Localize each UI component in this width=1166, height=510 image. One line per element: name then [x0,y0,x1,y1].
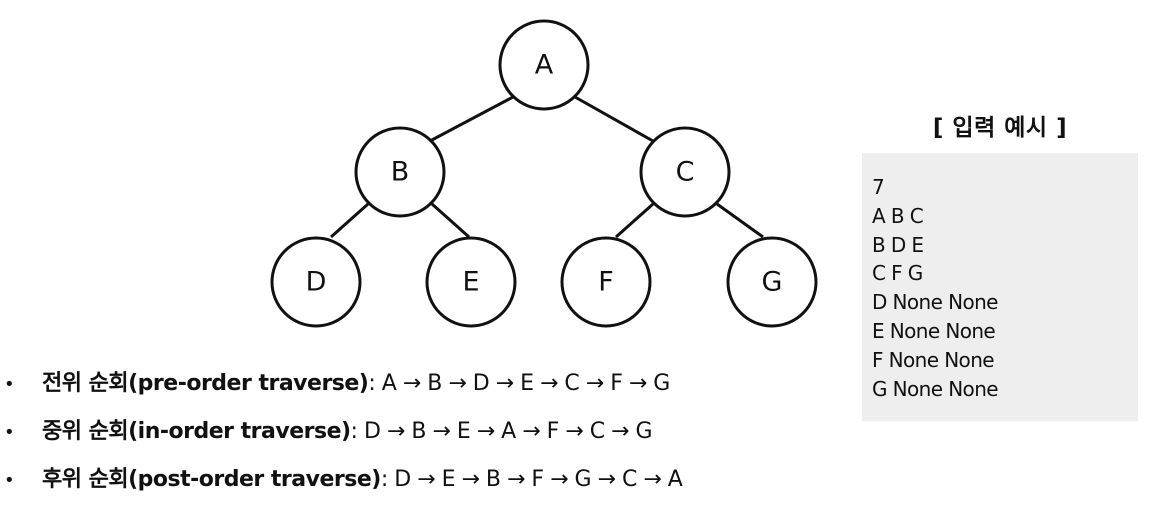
input-line-count: 7 [872,175,885,199]
tree-node-e: E [425,236,517,328]
tree-node-g: G [726,236,818,328]
traversal-sequence: : D → B → E → A → F → C → G [350,419,653,444]
traversal-inorder: • 중위 순회(in-order traverse): D → B → E → A… [4,412,682,460]
tree-node-label-c: C [676,157,695,188]
tree-nodes: A B C D E F G [270,19,818,328]
bullet-icon: • [4,422,15,443]
tree-node-d: D [270,236,362,328]
traversal-preorder: • 전위 순회(pre-order traverse): A → B → D → … [4,364,682,412]
tree-node-label-e: E [462,267,479,298]
input-line-node-b: B D E [872,232,924,257]
traversal-label: 전위 순회(pre-order traverse) [42,371,369,396]
tree-edges [330,95,764,239]
traversal-postorder: • 후위 순회(post-order traverse): D → E → B →… [4,460,683,508]
tree-node-label-f: F [598,267,614,298]
bullet-icon: • [4,470,15,491]
tree-node-b: B [354,126,446,218]
tree-node-c: C [639,126,731,218]
tree-node-label-b: B [391,157,410,188]
traversal-sequence: : D → E → B → F → G → C → A [380,467,683,492]
traversal-list: • 전위 순회(pre-order traverse): A → B → D → … [4,364,683,508]
edge-b-e [431,202,470,239]
edge-a-c [574,95,654,143]
bullet-icon: • [4,374,15,395]
traversal-label: 후위 순회(post-order traverse) [42,467,381,492]
input-line-node-g: G None None [872,376,999,401]
tree-node-label-a: A [535,50,554,81]
input-example-box: 7 A B C B D E C F G D None None E None N… [862,153,1138,421]
input-line-node-e: E None None [872,318,996,343]
traversal-sequence: : A → B → D → E → C → F → G [368,371,670,396]
edge-b-d [330,202,369,239]
edge-c-f [615,202,654,239]
input-line-node-c: C F G [872,261,923,286]
input-line-node-a: A B C [872,203,924,228]
edge-a-b [429,95,514,143]
edge-c-g [716,202,764,239]
input-example-title: [ 입력 예시 ] [932,115,1068,141]
input-line-node-f: F None None [872,347,995,372]
tree-node-label-g: G [762,267,783,298]
tree-node-f: F [560,236,652,328]
traversal-label: 중위 순회(in-order traverse) [42,419,351,444]
tree-node-a: A [498,19,590,111]
tree-node-label-d: D [306,267,327,298]
input-line-node-d: D None None [872,290,998,315]
